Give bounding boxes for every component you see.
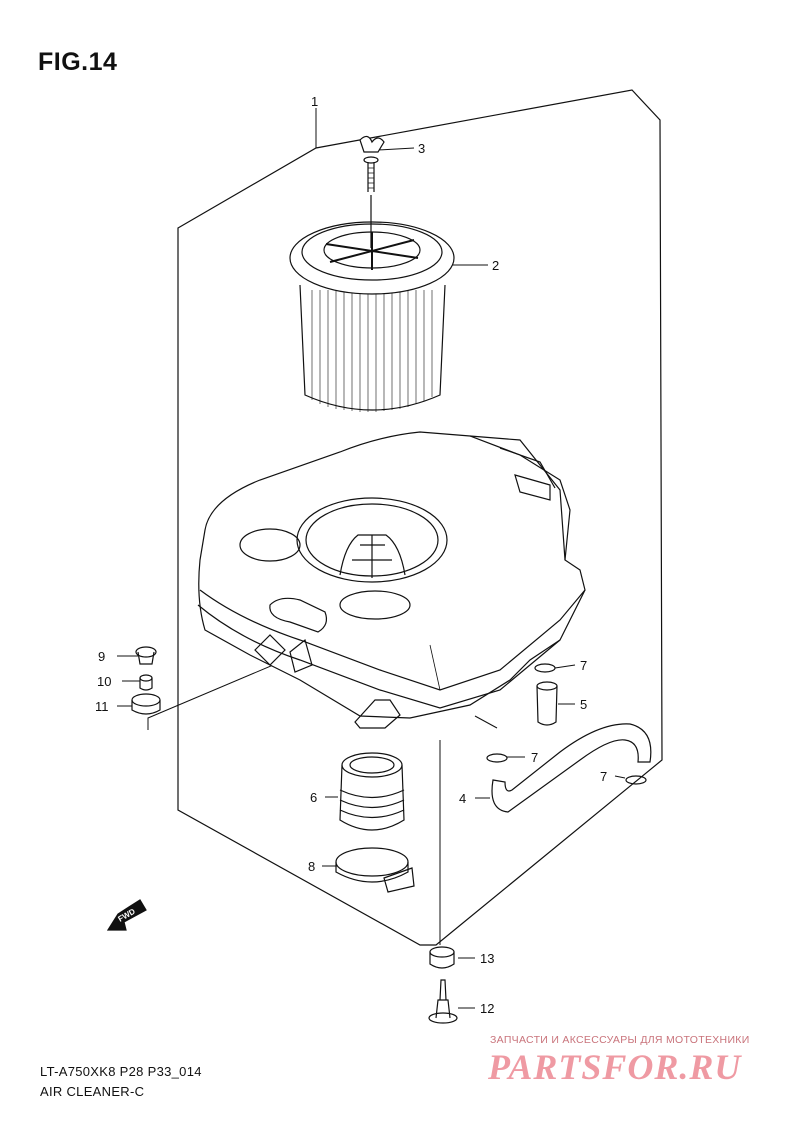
clamp-part-8 xyxy=(335,847,415,893)
grommet-part-11 xyxy=(131,693,161,715)
callout-13: 13 xyxy=(480,951,494,966)
intake-boot-part-6 xyxy=(339,752,405,831)
air-cleaner-box xyxy=(197,431,586,729)
screw-part-9 xyxy=(135,646,157,665)
leader-lines xyxy=(117,108,626,1009)
drain-plug-part-12 xyxy=(428,979,458,1024)
callout-3: 3 xyxy=(418,141,425,156)
callout-2: 2 xyxy=(492,258,499,273)
watermark-tagline: ЗАПЧАСТИ И АКСЕССУАРЫ ДЛЯ МОТОТЕХНИКИ xyxy=(490,1034,750,1046)
callout-11: 11 xyxy=(95,699,109,714)
figure-title: FIG.14 xyxy=(38,48,118,76)
callout-1: 1 xyxy=(311,94,318,109)
watermark-logo: PARTSFOR.RU xyxy=(488,1047,742,1087)
fwd-arrow-icon: FWD xyxy=(106,899,147,931)
filter-element-part-2 xyxy=(289,195,455,412)
wing-bolt-part-3 xyxy=(359,135,385,192)
callout-8: 8 xyxy=(308,859,315,874)
callout-labels: 1 2 3 4 5 6 7 7 7 8 9 10 11 12 13 xyxy=(95,94,607,1016)
callout-7c: 7 xyxy=(600,769,607,784)
clip-part-7 xyxy=(486,663,647,785)
callout-5: 5 xyxy=(580,697,587,712)
section-name: AIR CLEANER-C xyxy=(40,1084,145,1099)
callout-7a: 7 xyxy=(580,658,587,673)
assembly-outline xyxy=(177,89,663,946)
model-code: LT-A750XK8 P28 P33_014 xyxy=(40,1064,202,1079)
callout-4: 4 xyxy=(459,791,466,806)
callout-7b: 7 xyxy=(531,750,538,765)
callout-6: 6 xyxy=(310,790,317,805)
callout-9: 9 xyxy=(98,649,105,664)
callout-10: 10 xyxy=(97,674,111,689)
short-hose-part-5 xyxy=(536,681,558,726)
collar-part-10 xyxy=(139,674,153,691)
drain-hose-part-4 xyxy=(491,723,652,813)
callout-12: 12 xyxy=(480,1001,494,1016)
grommet-part-13 xyxy=(429,946,455,969)
